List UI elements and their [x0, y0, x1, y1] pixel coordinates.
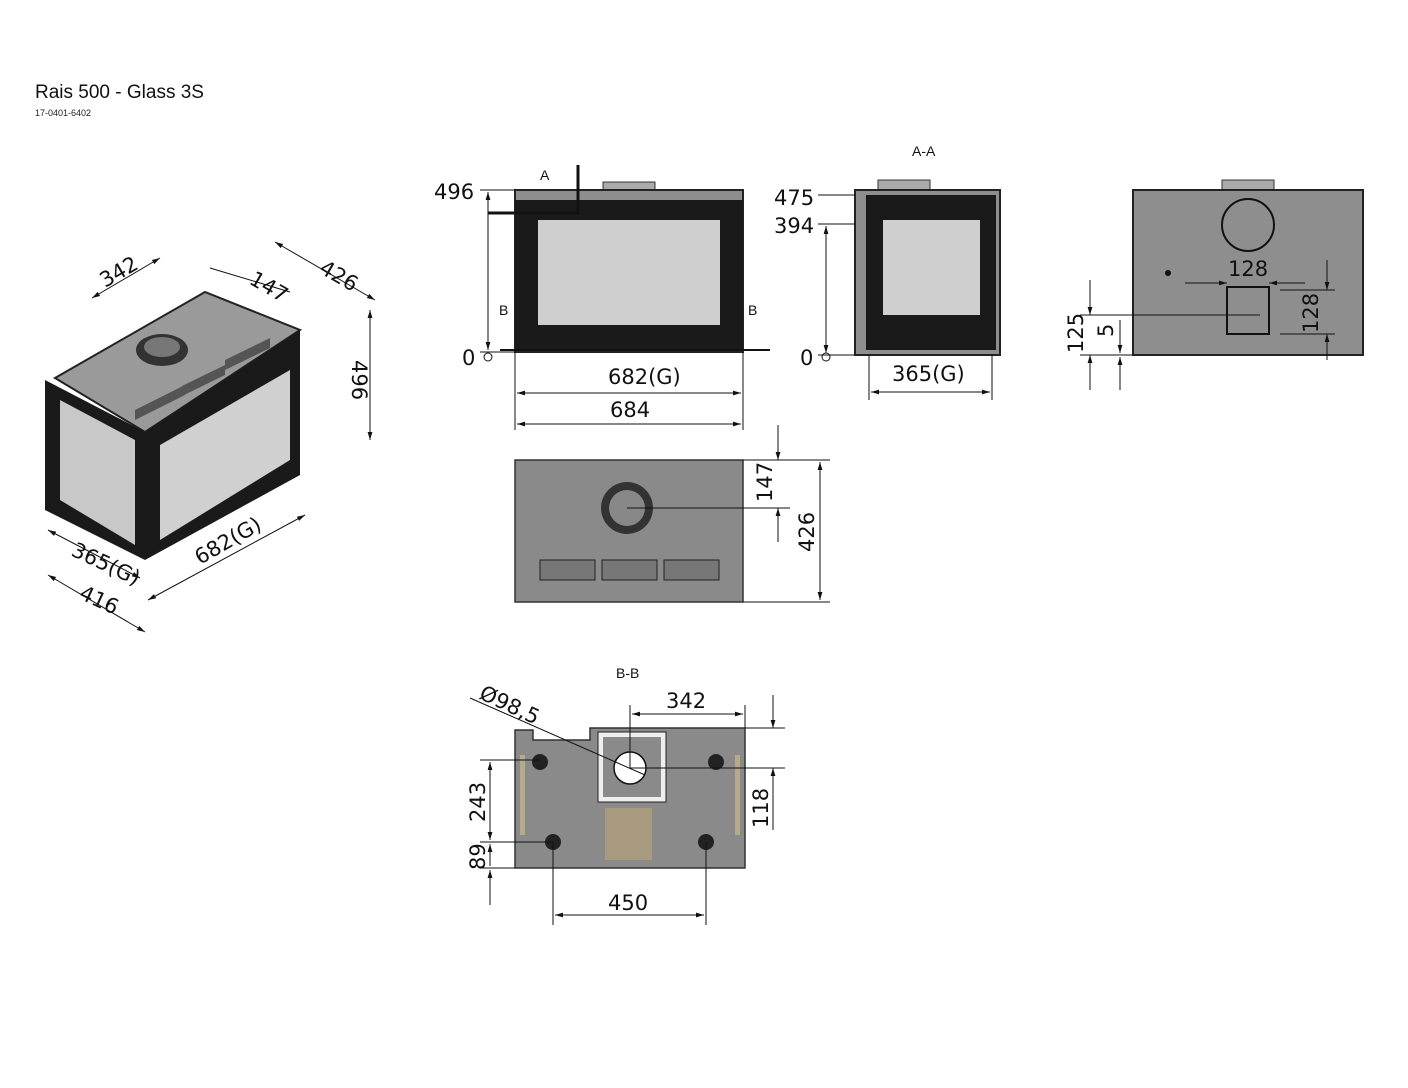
section-marker-b-left: B [499, 302, 508, 318]
front-dim-496: 496 [434, 180, 474, 204]
top-view: 147 426 [514, 425, 830, 603]
side-dim-475: 475 [774, 186, 814, 210]
iso-dim-496: 496 [347, 360, 371, 400]
section-bb-view: B-B Ø98,5 342 243 89 118 450 [466, 665, 785, 925]
section-marker-b-right: B [748, 302, 757, 318]
side-view-title: A-A [912, 143, 936, 159]
iso-dim-426: 426 [316, 256, 363, 297]
iso-dim-416: 416 [76, 581, 122, 620]
front-dim-0: 0 [462, 346, 475, 370]
bb-dim-243: 243 [466, 782, 490, 822]
side-view-aa: A-A 475 394 0 365(G) [774, 143, 1001, 400]
iso-dim-147: 147 [246, 267, 293, 308]
back-dim-125: 125 [1064, 313, 1088, 353]
section-marker-a: A [540, 167, 550, 183]
side-dim-394: 394 [774, 214, 814, 238]
front-view: A B B 496 0 682(G) 684 [434, 165, 770, 430]
front-dim-684: 684 [610, 398, 650, 422]
bb-dim-89: 89 [466, 843, 490, 870]
top-dim-147: 147 [753, 462, 777, 502]
back-dim-128-height: 128 [1299, 293, 1323, 333]
isometric-view: 342 147 426 496 365(G) 682(G) 416 [45, 241, 376, 633]
side-dim-365g: 365(G) [892, 362, 965, 386]
back-dim-128-width: 128 [1228, 257, 1268, 281]
back-dim-5: 5 [1094, 324, 1118, 337]
iso-dim-342: 342 [96, 251, 143, 292]
top-dim-426: 426 [795, 512, 819, 552]
front-dim-682g: 682(G) [608, 365, 681, 389]
side-dim-0: 0 [800, 346, 813, 370]
bb-dim-diameter: Ø98,5 [476, 681, 544, 730]
bb-dim-118: 118 [749, 788, 773, 828]
bb-dim-342: 342 [666, 689, 706, 713]
section-bb-title: B-B [616, 665, 639, 681]
bb-dim-450: 450 [608, 891, 648, 915]
back-view: 128 128 125 5 [1064, 179, 1364, 390]
drawing-title: Rais 500 - Glass 3S [35, 82, 204, 103]
drawing-code: 17-0401-6402 [35, 108, 92, 118]
